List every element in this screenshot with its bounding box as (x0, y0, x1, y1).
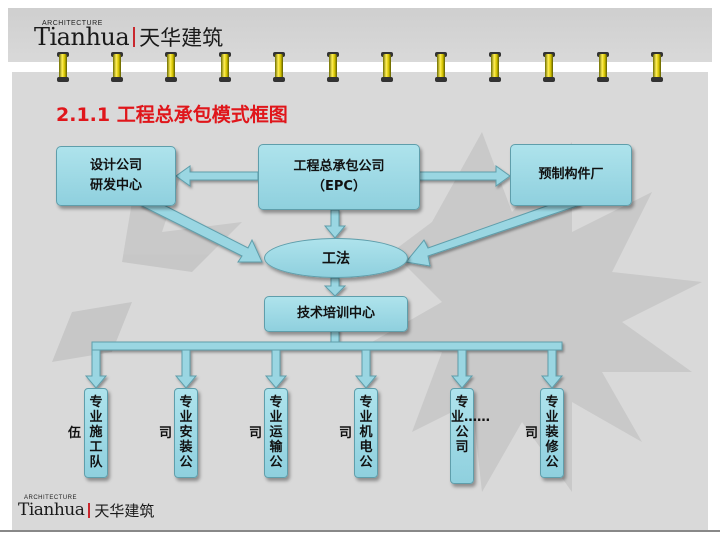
arrow-drop-6 (540, 349, 564, 389)
specialist-side-3: 司 (249, 426, 263, 441)
footer-architecture-text: ARCHITECTURE (24, 495, 78, 501)
arrow-epc-to-design (175, 165, 259, 187)
footer-chinese-name: 天华建筑 (94, 501, 155, 520)
binder-ring (111, 52, 123, 82)
binder-ring (165, 52, 177, 82)
specialist-box-6: 专业装修公 (540, 388, 564, 478)
slide-title: 2.1.1 工程总承包模式框图 (56, 104, 288, 126)
binder-ring (381, 52, 393, 82)
arrow-epc-to-method (323, 209, 347, 239)
footer-divider (0, 530, 720, 532)
arrow-epc-to-prefab (417, 165, 511, 187)
design-center-box: 设计公司 研发中心 (56, 146, 176, 206)
arrow-drop-5 (450, 349, 474, 389)
arrow-drop-4 (354, 349, 378, 389)
binder-ring (597, 52, 609, 82)
footer-logo-separator (88, 502, 91, 518)
binder-ring (651, 52, 663, 82)
binder-ring (327, 52, 339, 82)
training-label: 技术培训中心 (296, 305, 375, 321)
binder-ring (489, 52, 501, 82)
logo-latin-name: Tianhua (34, 23, 130, 51)
connector-bus (91, 341, 563, 351)
arrow-drop-2 (174, 349, 198, 389)
logo-latin-block: ARCHITECTURE Tianhua (34, 20, 130, 52)
specialist-side-1: 伍 (68, 426, 82, 441)
epc-line2: （EPC） (312, 179, 366, 194)
binder-ring (273, 52, 285, 82)
specialist-box-2: 专业安装公 (174, 388, 198, 478)
method-label: 工法 (322, 251, 350, 267)
binder-ring (543, 52, 555, 82)
prefab-box: 预制构件厂 (510, 144, 632, 206)
specialist-box-3: 专业运输公 (264, 388, 288, 478)
method-oval: 工法 (264, 238, 408, 278)
footer-logo: ARCHITECTURE Tianhua 天华建筑 (18, 495, 155, 522)
footer-latin-name: Tianhua (18, 500, 85, 520)
binder-ring (57, 52, 69, 82)
specialist-box-1: 专业施工队 (84, 388, 108, 478)
training-center-box: 技术培训中心 (264, 296, 408, 332)
arrow-design-to-method (139, 196, 263, 263)
specialist-side-2: 司 (159, 426, 173, 441)
design-center-line2: 研发中心 (89, 178, 142, 193)
arrow-method-to-training (323, 277, 347, 297)
header-bar (8, 8, 712, 62)
epc-box: 工程总承包公司 （EPC） (258, 144, 420, 210)
arrow-drop-1 (84, 349, 108, 389)
design-center-line1: 设计公司 (89, 157, 142, 173)
logo-architecture-text: ARCHITECTURE (42, 20, 103, 27)
logo-chinese-name: 天华建筑 (139, 26, 224, 50)
prefab-label: 预制构件厂 (538, 166, 604, 182)
logo-separator (133, 27, 136, 47)
binder-ring (219, 52, 231, 82)
footer-logo-latin-block: ARCHITECTURE Tianhua (18, 495, 85, 522)
header-logo: ARCHITECTURE Tianhua 天华建筑 (34, 20, 224, 52)
specialist-box-4: 专业机电公 (354, 388, 378, 478)
arrow-drop-3 (264, 349, 288, 389)
binder-ring (435, 52, 447, 82)
specialist-box-5: 专业……公司 (450, 388, 490, 484)
specialist-side-4: 司 (339, 426, 353, 441)
epc-line1: 工程总承包公司 (293, 158, 385, 174)
specialist-side-6: 司 (525, 426, 539, 441)
arrow-prefab-to-method (405, 196, 581, 267)
